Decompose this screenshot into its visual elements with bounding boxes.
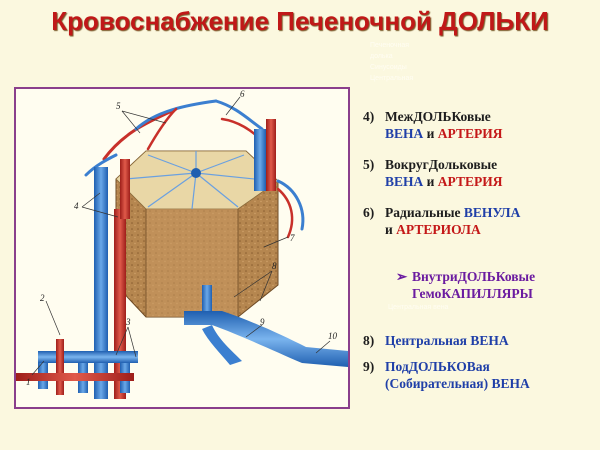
liver-lobule-svg: 1 2 3 4 5 6 7 8 9 10 xyxy=(16,89,348,399)
leader-lines xyxy=(31,96,331,376)
list-item-8: 8)Центральная ВЕНА xyxy=(363,333,509,348)
list-item-5: 5)ВокругДольковые ВЕНА и АРТЕРИЯ xyxy=(363,157,503,189)
sublobular-vein xyxy=(184,285,348,367)
interlobular-vein xyxy=(94,167,108,399)
page-title: Кровоснабжение Печеночной ДОЛЬКИ xyxy=(51,6,549,36)
bottom-left-vessels xyxy=(16,339,138,395)
faded-background-text-2: Центральная вена xyxy=(388,304,449,311)
list-item-4: 4)МежДОЛЬКовые ВЕНА и АРТЕРИЯ xyxy=(363,109,503,141)
central-vein-top xyxy=(191,168,201,178)
label-8: 8 xyxy=(272,261,277,271)
label-4: 4 xyxy=(74,201,79,211)
liver-lobule-illustration: 1 2 3 4 5 6 7 8 9 10 xyxy=(14,87,350,409)
label-10: 10 xyxy=(328,331,338,341)
lobule-prism xyxy=(115,150,279,318)
label-9: 9 xyxy=(260,317,265,327)
label-1: 1 xyxy=(26,377,31,387)
label-5: 5 xyxy=(116,101,121,111)
label-7: 7 xyxy=(290,233,295,243)
label-3: 3 xyxy=(125,317,131,327)
list-item-9: 9)ПодДОЛЬКОВая (Собирательная) ВЕНА xyxy=(363,359,530,391)
list-item-6: 6)Радиальные ВЕНУЛА и АРТЕРИОЛА xyxy=(363,205,521,237)
label-6: 6 xyxy=(240,89,245,99)
list-item-7: ➢ВнутриДОЛЬКовые ГемоКАПИЛЛЯРЫ xyxy=(396,269,536,301)
label-2: 2 xyxy=(40,293,45,303)
